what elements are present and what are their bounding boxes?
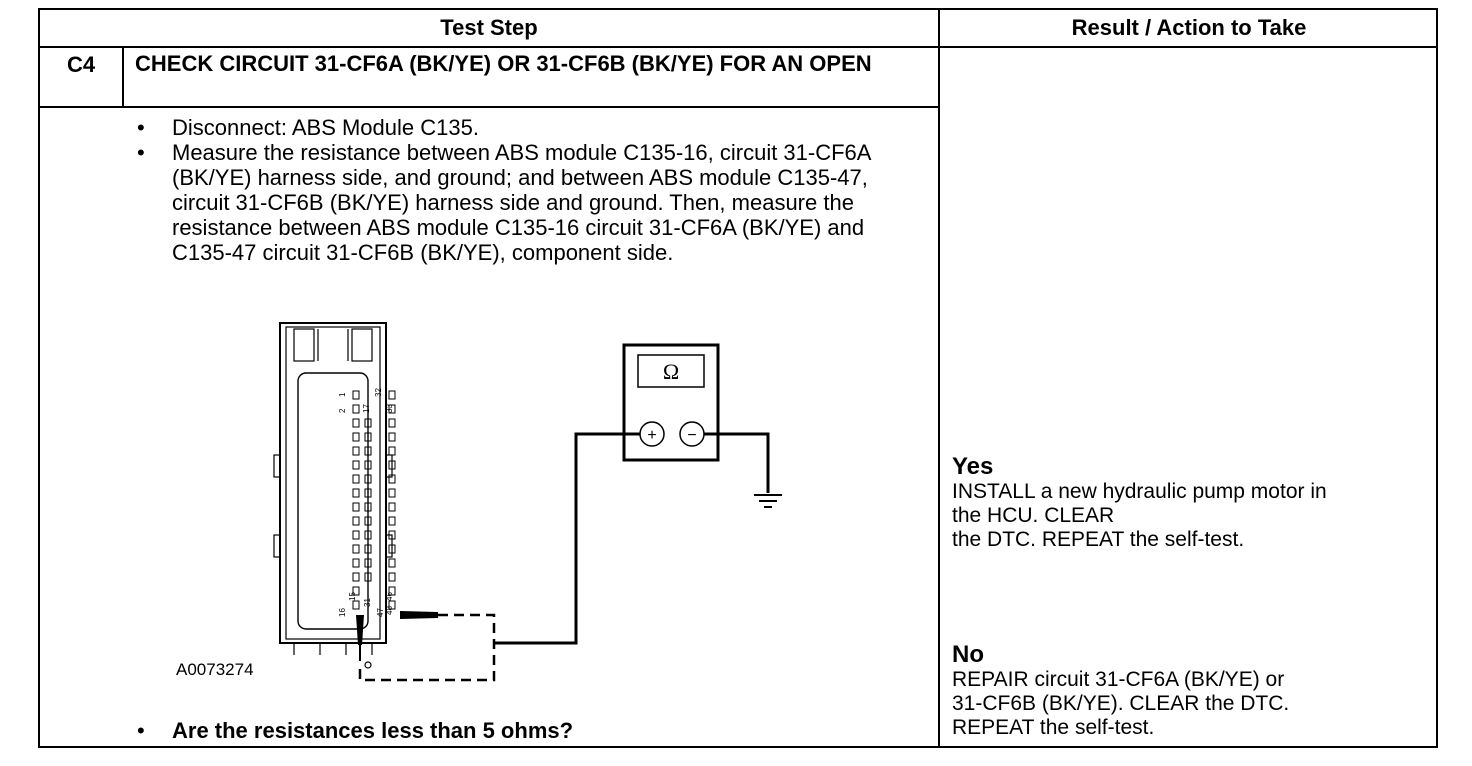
- header-result-action: Result / Action to Take: [1071, 15, 1307, 40]
- step-title: CHECK CIRCUIT 31-CF6A (BK/YE) OR 31-CF6B…: [135, 51, 872, 76]
- instruction-item: • Measure the resistance between ABS mod…: [135, 140, 915, 265]
- result-yes-line: the HCU. CLEAR: [952, 504, 1115, 527]
- test-step-table: Test Step Result / Action to Take C4 CHE…: [38, 8, 1438, 748]
- pin-cavity: [388, 474, 396, 484]
- pin-cavity: [388, 530, 396, 540]
- pin-cavity: [388, 558, 396, 568]
- pin-cavity: [388, 390, 396, 400]
- result-no: No REPAIR circuit 31-CF6A (BK/YE) or 31-…: [952, 642, 1422, 740]
- pin-cavity: [364, 460, 372, 470]
- pin-cavity: [352, 390, 360, 400]
- figure-id: A0073274: [176, 660, 254, 679]
- result-no-label: No: [952, 641, 984, 668]
- pin-cavity: [352, 460, 360, 470]
- pin-cavity: [352, 404, 360, 414]
- pin-cavity: [352, 516, 360, 526]
- pin-cavity: [352, 530, 360, 540]
- question-text: Are the resistances less than 5 ohms?: [172, 718, 574, 743]
- instruction-list: • Disconnect: ABS Module C135. • Measure…: [135, 115, 915, 265]
- pin-cavity: [352, 558, 360, 568]
- step-question: • Are the resistances less than 5 ohms?: [135, 718, 573, 744]
- pin-cavity: [388, 600, 396, 610]
- pin-cavity: [364, 544, 372, 554]
- pin-cavity: [352, 488, 360, 498]
- ground-symbol: [754, 494, 782, 508]
- header-rule: [40, 46, 1438, 48]
- instruction-text: Measure the resistance between ABS modul…: [172, 140, 871, 265]
- pin-label-46: 46: [385, 592, 394, 601]
- pin-cavity: [388, 488, 396, 498]
- ohmmeter: Ω + −: [622, 343, 720, 462]
- pin-label-2: 2: [338, 408, 347, 413]
- pin-cavity: [352, 544, 360, 554]
- pin-cavity: [364, 558, 372, 568]
- dashed-jumper: [358, 613, 496, 682]
- pin-label-1: 1: [338, 392, 347, 397]
- minus-terminal-label: −: [687, 427, 696, 444]
- plus-terminal-label: +: [647, 427, 656, 444]
- pin-cavity: [388, 446, 396, 456]
- pin-cavity: [364, 432, 372, 442]
- instruction-text: Disconnect: ABS Module C135.: [172, 115, 479, 140]
- pin-cavity: [388, 460, 396, 470]
- pin-cavity: [364, 418, 372, 428]
- result-no-line: REPEAT the self-test.: [952, 716, 1155, 739]
- pin-cavity: [352, 502, 360, 512]
- pin-cavity: [388, 516, 396, 526]
- pin-label-32: 32: [374, 388, 383, 397]
- pin-cavity: [352, 446, 360, 456]
- connector-pins: [352, 390, 396, 610]
- title-rule: [40, 106, 938, 108]
- pin-cavity: [352, 586, 360, 596]
- result-yes-label: Yes: [952, 453, 994, 480]
- bullet: •: [137, 115, 145, 140]
- meter-leads: [494, 432, 770, 645]
- connector-outline: [273, 322, 393, 655]
- probes: [356, 611, 438, 669]
- pin-cavity: [364, 572, 372, 582]
- result-yes-line: the DTC. REPEAT the self-test.: [952, 528, 1245, 551]
- step-id: C4: [66, 52, 96, 77]
- pin-label-31: 31: [363, 598, 372, 607]
- pin-label-33: 33: [385, 404, 394, 413]
- pin-label-15: 15: [348, 592, 357, 601]
- bullet: •: [137, 140, 145, 165]
- pin-label-48: 48: [385, 606, 394, 615]
- pin-cavity: [388, 572, 396, 582]
- pin-label-16: 16: [338, 608, 347, 617]
- result-yes-line: INSTALL a new hydraulic pump motor in: [952, 480, 1327, 503]
- pin-cavity: [364, 488, 372, 498]
- header-test-step: Test Step: [440, 15, 538, 40]
- pin-label-17: 17: [362, 404, 371, 413]
- step-id-divider: [122, 46, 124, 108]
- pin-cavity: [388, 502, 396, 512]
- pin-cavity: [388, 432, 396, 442]
- pin-cavity: [388, 586, 396, 596]
- pin-cavity: [352, 572, 360, 582]
- result-no-line: 31-CF6B (BK/YE). CLEAR the DTC.: [952, 692, 1290, 715]
- pin-cavity: [364, 502, 372, 512]
- pin-cavity: [352, 418, 360, 428]
- pin-cavity: [352, 474, 360, 484]
- column-divider: [938, 10, 940, 748]
- result-no-line: REPAIR circuit 31-CF6A (BK/YE) or: [952, 668, 1285, 691]
- pin-label-47: 47: [376, 608, 385, 617]
- pin-cavity: [364, 446, 372, 456]
- pin-cavity: [364, 474, 372, 484]
- result-yes: Yes INSTALL a new hydraulic pump motor i…: [952, 454, 1422, 552]
- pin-cavity: [364, 530, 372, 540]
- pin-cavity: [364, 516, 372, 526]
- connector-diagram: 1 2 17 32 33 15 16 31 46 47 48 Ω + −: [273, 322, 782, 682]
- pin-cavity: [388, 404, 396, 414]
- pin-cavity: [352, 432, 360, 442]
- bullet: •: [137, 718, 145, 743]
- ohm-symbol: Ω: [663, 359, 679, 384]
- pin-cavity: [388, 418, 396, 428]
- pin-cavity: [352, 600, 360, 610]
- instruction-item: • Disconnect: ABS Module C135.: [135, 115, 915, 140]
- pin-cavity: [388, 544, 396, 554]
